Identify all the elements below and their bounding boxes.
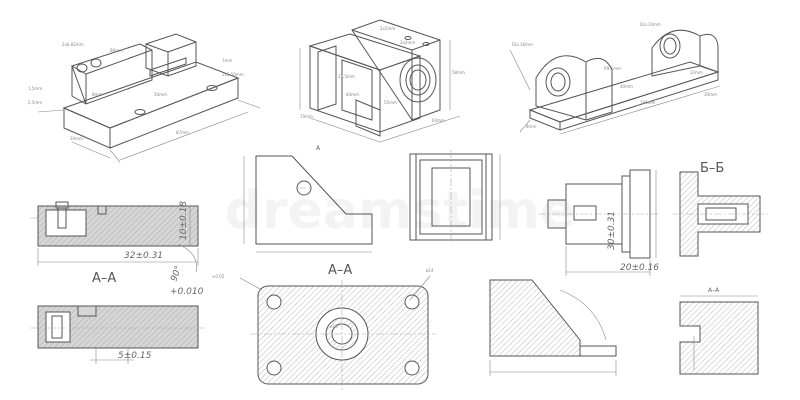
- section-label-aa-plate: A–A: [328, 263, 352, 278]
- front-view-vise: 32±0.31 10±0.18 90° A–A +0.010: [30, 201, 204, 297]
- block-dim-1: 2x5mm: [380, 26, 395, 31]
- plate-dim-tol: ±0.05: [212, 274, 225, 279]
- vise-dim-6: 2x5.50mm: [222, 72, 244, 77]
- front-a-dim-length: 32±0.31: [124, 251, 163, 261]
- block-dim-6: 64mm: [432, 118, 445, 123]
- tolerance-note: +0.010: [170, 287, 204, 297]
- end-view-block: [409, 150, 501, 244]
- section-label-small-aa: А–А: [708, 287, 720, 294]
- vise-dim-4: 2,5mm: [28, 100, 42, 105]
- iso-bracket: Dia.16mm Dia.10mm R9,5mm 40mm 8mm 30mm 1…: [509, 22, 721, 135]
- block-dim-3: 17,5mm: [338, 74, 355, 79]
- bracket-dim-6: 30mm: [704, 92, 717, 97]
- vise-dim-5: 7mm: [222, 58, 232, 63]
- block-dim-8: 58mm: [452, 70, 465, 75]
- vise-dim-8: 50mm: [154, 92, 167, 97]
- vise-dim-9: 30mm: [70, 136, 83, 141]
- bracket-dim-4: 40mm: [620, 84, 633, 89]
- small-section-aa: А–А: [679, 287, 759, 375]
- bracket-dim-8: 33mm: [690, 70, 703, 75]
- block-dim-2: 2x4mm: [400, 40, 415, 45]
- bracket-dim-7: 190mm: [640, 100, 656, 105]
- bracket-dim-5: 8mm: [526, 124, 536, 129]
- plate-dim-hole: ø14: [426, 268, 434, 273]
- vise-dim-1: 2xb.82mm: [62, 42, 84, 47]
- vise-dim-3: 1,5mm: [28, 86, 42, 91]
- vise-dim-2: 86mm: [110, 48, 123, 53]
- block-dim-4: 84mm: [346, 92, 359, 97]
- front-a-dim-angle: 90°: [169, 265, 184, 283]
- front-a-dim-height: 10±0.18: [179, 201, 189, 240]
- block-dim-5: 55mm: [384, 100, 397, 105]
- plate-dim-inner: ø10: [330, 324, 338, 329]
- shaft-view: 20±0.16 30±0.31: [538, 169, 660, 276]
- iso-bearing-block: 2x5mm 2x4mm 17,5mm 84mm 55mm 64mm 70mm 5…: [299, 19, 465, 152]
- section-label-bb: Б–Б: [700, 161, 724, 176]
- bracket-section-view: [489, 279, 617, 376]
- bracket-dim-3: R9,5mm: [604, 66, 621, 71]
- shaft-section-bb: Б–Б: [672, 161, 770, 257]
- vise-dim-7: 87mm: [176, 130, 189, 135]
- bracket-dim-1: Dia.16mm: [512, 42, 533, 47]
- side-view-bracket: [243, 155, 373, 253]
- bracket-dim-2: Dia.10mm: [640, 22, 661, 27]
- shaft-dim-length: 20±0.16: [620, 263, 659, 273]
- shaft-dim-dia: 30±0.31: [607, 211, 617, 250]
- iso-vise: 2xb.82mm 86mm 1,5mm 2,5mm 7mm 2x5.50mm 8…: [28, 33, 261, 163]
- plate-section-aa: A–A ø10 ø14 ±0.05: [212, 263, 436, 392]
- section-label-aa-left: A–A: [92, 271, 116, 286]
- watermark: dreamstime: [225, 181, 576, 241]
- front-view-vise-b: 5±0.15: [30, 305, 205, 364]
- block-label: A: [316, 145, 321, 152]
- front-b-dim: 5±0.15: [118, 351, 152, 361]
- vise-dim-10: 8mm: [92, 92, 102, 97]
- block-dim-7: 70mm: [300, 114, 313, 119]
